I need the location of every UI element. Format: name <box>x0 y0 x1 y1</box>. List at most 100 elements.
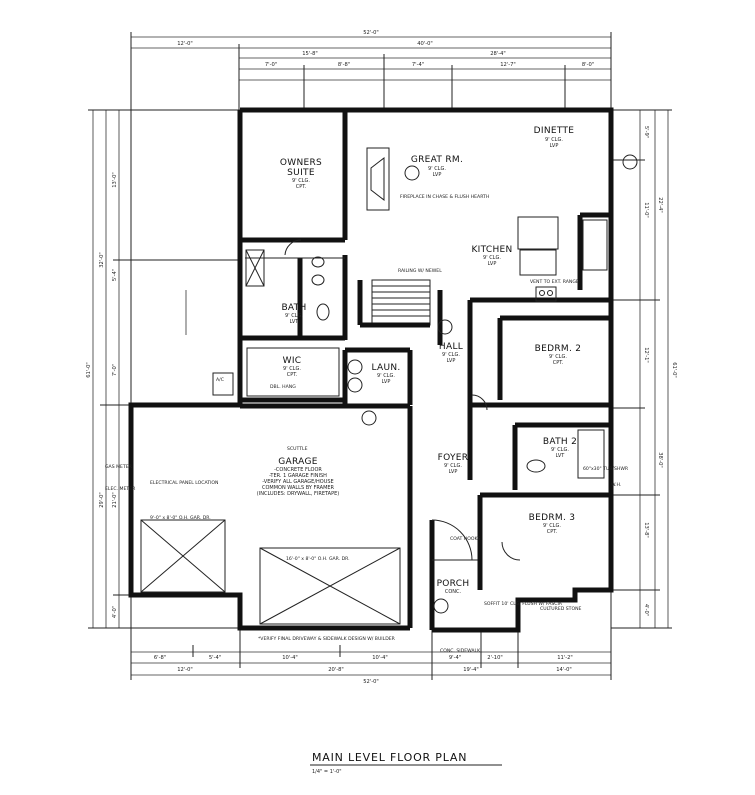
svg-text:*VERIFY FINAL DRIVEWAY & SIDEW: *VERIFY FINAL DRIVEWAY & SIDEWALK DESIGN… <box>258 636 396 642</box>
room-bath: BATH 9' CLG. LVT <box>281 303 306 325</box>
svg-text:A/C: A/C <box>216 377 224 383</box>
svg-text:W.H.: W.H. <box>611 482 621 488</box>
svg-text:9' CLG.: 9' CLG. <box>283 366 301 372</box>
svg-text:52'-0": 52'-0" <box>363 679 379 685</box>
svg-text:2'-10": 2'-10" <box>487 655 503 661</box>
svg-text:KITCHEN: KITCHEN <box>471 245 512 255</box>
svg-text:9'-4": 9'-4" <box>449 655 461 661</box>
svg-text:11'-0": 11'-0" <box>643 202 649 218</box>
room-great-room: GREAT RM. 9' CLG. LVP <box>411 155 463 178</box>
dimension-labels: 52'-0" 12'-0" 40'-0" 15'-8" 28'-4" 7'-0"… <box>86 30 677 685</box>
svg-text:GARAGE: GARAGE <box>278 457 317 467</box>
svg-text:9'-0" x 8'-0" O.H. GAR. DR.: 9'-0" x 8'-0" O.H. GAR. DR. <box>150 515 211 521</box>
svg-text:LVP: LVP <box>382 379 391 385</box>
svg-text:10'-4": 10'-4" <box>372 655 388 661</box>
svg-text:10'-4": 10'-4" <box>282 655 298 661</box>
svg-text:DBL. HANG: DBL. HANG <box>270 384 296 390</box>
svg-text:(INCLUDES: DRYWALL, FIRETAPE): (INCLUDES: DRYWALL, FIRETAPE) <box>257 491 339 497</box>
svg-text:9' CLG.: 9' CLG. <box>545 137 563 143</box>
svg-text:12'-0": 12'-0" <box>177 667 193 673</box>
svg-text:GREAT RM.: GREAT RM. <box>411 155 463 165</box>
room-wic: WIC 9' CLG. CPT. <box>283 356 302 378</box>
room-bedroom-2: BEDRM. 2 9' CLG. CPT. <box>535 344 582 366</box>
svg-text:FOYER: FOYER <box>438 453 469 463</box>
svg-text:LVT: LVT <box>556 453 566 459</box>
dimension-lines <box>88 32 672 680</box>
room-garage: GARAGE -CONCRETE FLOOR -TER. 1 GARAGE FI… <box>257 457 339 497</box>
plan-title: MAIN LEVEL FLOOR PLAN <box>312 751 467 764</box>
svg-text:LAUN.: LAUN. <box>371 363 400 373</box>
svg-text:14'-0": 14'-0" <box>556 667 572 673</box>
svg-text:CPT.: CPT. <box>547 529 558 535</box>
svg-text:BEDRM. 3: BEDRM. 3 <box>529 513 576 523</box>
svg-text:5'-9": 5'-9" <box>643 126 649 138</box>
svg-text:SOFFIT 10' CLG. FLUSH W/ FASCI: SOFFIT 10' CLG. FLUSH W/ FASCIA <box>484 601 563 607</box>
svg-text:8'-0": 8'-0" <box>582 62 594 68</box>
svg-text:19'-4": 19'-4" <box>463 667 479 673</box>
svg-text:5'-4": 5'-4" <box>209 655 221 661</box>
svg-text:ELEC. METER: ELEC. METER <box>105 486 136 492</box>
svg-text:9' CLG.: 9' CLG. <box>377 373 395 379</box>
svg-text:LVP: LVP <box>447 358 456 364</box>
svg-text:CPT.: CPT. <box>296 184 307 190</box>
svg-text:4'-0": 4'-0" <box>112 606 118 618</box>
svg-text:9' CLG.: 9' CLG. <box>428 166 446 172</box>
room-laundry: LAUN. 9' CLG. LVP <box>371 363 400 385</box>
walls <box>128 107 614 633</box>
svg-text:RAILING W/ NEWEL: RAILING W/ NEWEL <box>398 268 442 274</box>
room-labels: OWNERS SUITE 9' CLG. CPT. GREAT RM. 9' C… <box>257 126 582 595</box>
svg-text:61'-0": 61'-0" <box>86 362 92 378</box>
fixtures <box>140 147 638 625</box>
svg-text:12'-1": 12'-1" <box>643 347 649 363</box>
room-foyer: FOYER 9' CLG. LVP <box>438 453 469 475</box>
svg-text:CONC.: CONC. <box>445 589 462 595</box>
svg-text:11'-2": 11'-2" <box>557 655 573 661</box>
svg-text:COMMON WALLS BY FRAMER: COMMON WALLS BY FRAMER <box>262 485 335 491</box>
stair-treads <box>372 285 430 317</box>
svg-text:9' CLG.: 9' CLG. <box>543 523 561 529</box>
svg-text:CONC. SIDEWALK: CONC. SIDEWALK <box>440 648 481 654</box>
room-owners-suite: OWNERS SUITE 9' CLG. CPT. <box>280 158 322 190</box>
svg-text:16'-0" x 8'-0" O.H. GAR. DR.: 16'-0" x 8'-0" O.H. GAR. DR. <box>286 556 350 562</box>
svg-text:60"x30" TUB/SHWR: 60"x30" TUB/SHWR <box>583 466 629 472</box>
svg-text:20'-8": 20'-8" <box>328 667 344 673</box>
svg-text:38'-0": 38'-0" <box>657 452 663 468</box>
svg-text:12'-7": 12'-7" <box>500 62 516 68</box>
svg-text:ELECTRICAL PANEL LOCATION: ELECTRICAL PANEL LOCATION <box>150 480 219 486</box>
svg-text:22'-4": 22'-4" <box>657 197 663 213</box>
svg-text:9' CLG.: 9' CLG. <box>442 352 460 358</box>
svg-text:21'-0": 21'-0" <box>112 492 118 508</box>
svg-text:SCUTTLE: SCUTTLE <box>287 446 308 452</box>
svg-text:12'-0": 12'-0" <box>177 41 193 47</box>
svg-text:9' CLG.: 9' CLG. <box>483 255 501 261</box>
svg-text:OWNERS: OWNERS <box>280 158 322 168</box>
svg-text:9' CLG.: 9' CLG. <box>444 463 462 469</box>
annotations: FIREPLACE IN CHASE & FLUSH HEARTH RAILIN… <box>105 194 629 654</box>
svg-text:BATH 2: BATH 2 <box>543 437 577 447</box>
svg-text:LVP: LVP <box>449 469 458 475</box>
svg-text:BEDRM. 2: BEDRM. 2 <box>535 344 582 354</box>
svg-text:-CONCRETE FLOOR: -CONCRETE FLOOR <box>274 467 322 473</box>
svg-text:CPT.: CPT. <box>553 360 564 366</box>
svg-text:-TER. 1 GARAGE FINISH: -TER. 1 GARAGE FINISH <box>269 473 327 479</box>
svg-text:FIREPLACE IN CHASE & FLUSH HEA: FIREPLACE IN CHASE & FLUSH HEARTH <box>400 194 489 200</box>
room-porch: PORCH CONC. <box>437 579 470 595</box>
svg-text:9' CLG.: 9' CLG. <box>285 313 303 319</box>
svg-text:PORCH: PORCH <box>437 579 470 589</box>
svg-text:DINETTE: DINETTE <box>534 126 575 136</box>
svg-text:6'-8": 6'-8" <box>154 655 166 661</box>
svg-text:LVP: LVP <box>433 172 442 178</box>
svg-text:BATH: BATH <box>281 303 306 313</box>
svg-text:COAT HOOKS: COAT HOOKS <box>450 536 480 542</box>
svg-text:28'-4": 28'-4" <box>490 51 506 57</box>
room-bedroom-3: BEDRM. 3 9' CLG. CPT. <box>529 513 576 535</box>
svg-text:CPT.: CPT. <box>287 372 298 378</box>
svg-text:29'-0": 29'-0" <box>99 492 105 508</box>
svg-text:52'-0": 52'-0" <box>363 30 379 36</box>
svg-text:32'-0": 32'-0" <box>99 252 105 268</box>
room-dinette: DINETTE 9' CLG. LVP <box>534 126 575 149</box>
svg-text:8'-8": 8'-8" <box>338 62 350 68</box>
svg-text:WIC: WIC <box>283 356 302 366</box>
svg-text:13'-0": 13'-0" <box>112 172 118 188</box>
svg-text:LVP: LVP <box>550 143 559 149</box>
